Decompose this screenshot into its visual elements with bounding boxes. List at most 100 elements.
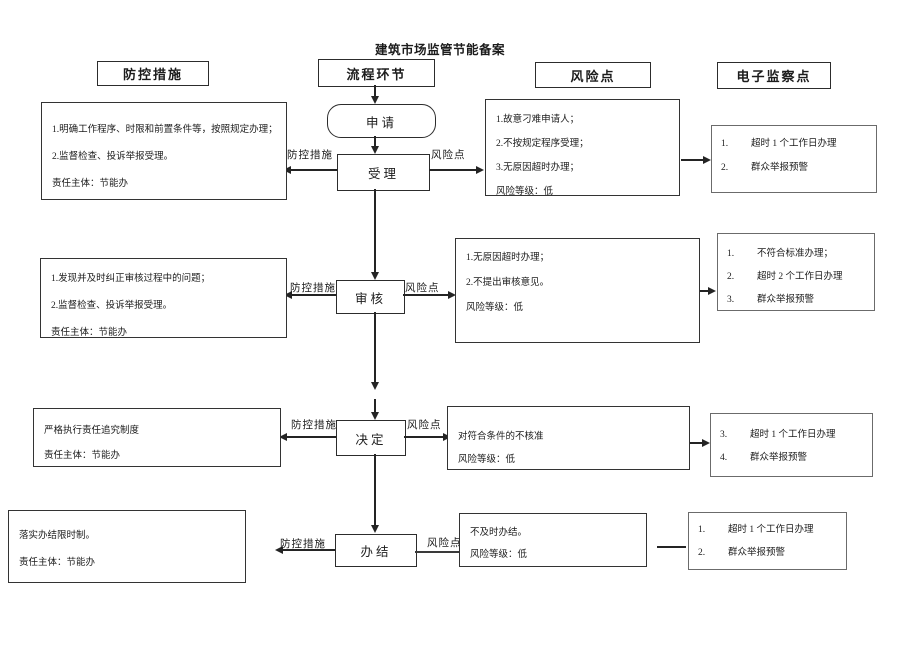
arrowhead-right-icon xyxy=(703,155,711,164)
monitor-item: 4. 群众举报预警 xyxy=(711,447,872,470)
monitor-box-review: 1. 不符合标准办理； 2. 超时 2 个工作日办理 3. 群众举报预警 xyxy=(717,233,875,311)
connector-decide-risk xyxy=(404,436,443,438)
connector-finish-prevention xyxy=(283,549,335,551)
arrowhead-left-icon xyxy=(284,290,292,299)
flow-node-decide: 决定 xyxy=(336,420,406,456)
arrow-decide-to-finish xyxy=(374,454,376,525)
monitor-item-number: 2. xyxy=(698,548,706,558)
monitor-item-text: 群众举报预警 xyxy=(751,163,809,173)
monitor-item-text: 超时 1 个工作日办理 xyxy=(751,139,837,149)
arrowhead-down-icon xyxy=(370,382,379,390)
risk-line: 风险等级：低 xyxy=(496,187,554,196)
arrow-review-down-segment xyxy=(374,312,376,382)
monitor-item-number: 2. xyxy=(721,163,729,173)
risk-line: 风险等级：低 xyxy=(470,550,528,560)
monitor-item: 1. 不符合标准办理； xyxy=(718,243,874,266)
connector-risk-monitor-2 xyxy=(698,290,708,292)
connector-risk-monitor-4 xyxy=(657,546,686,548)
prevention-line: 2.监督检查、投诉举报受理。 xyxy=(52,152,174,162)
arrowhead-down-icon xyxy=(370,146,379,154)
column-header-monitor: 电子监察点 xyxy=(717,62,831,89)
monitor-item-text: 群众举报预警 xyxy=(757,295,815,305)
flow-node-accept: 受理 xyxy=(337,154,430,191)
monitor-box-decide: 3. 超时 1 个工作日办理 4. 群众举报预警 xyxy=(710,413,873,477)
risk-box-accept: 1.故意刁难申请人； 2.不按规定程序受理； 3.无原因超时办理； 风险等级：低 xyxy=(485,99,680,196)
risk-line: 1.无原因超时办理； xyxy=(466,253,550,263)
column-header-risk: 风险点 xyxy=(535,62,651,88)
connector-accept-prevention xyxy=(291,169,337,171)
risk-box-decide: 对符合条件的不核准 风险等级：低 xyxy=(447,406,690,470)
risk-line: 3.无原因超时办理； xyxy=(496,163,580,173)
prevention-box-review: 1.发现并及时纠正审核过程中的问题； 2.监督检查、投诉举报受理。 责任主体：节… xyxy=(40,258,287,338)
flow-node-finish: 办结 xyxy=(335,534,417,567)
monitor-item-text: 群众举报预警 xyxy=(728,548,786,558)
prevention-box-decide: 严格执行责任追究制度 责任主体：节能办 xyxy=(33,408,281,467)
prevention-box-accept: 1.明确工作程序、时限和前置条件等，按照规定办理； 2.监督检查、投诉举报受理。… xyxy=(41,102,287,200)
arrowhead-left-icon xyxy=(283,165,291,174)
connector-label-risk: 风险点 xyxy=(431,150,466,161)
monitor-item-number: 2. xyxy=(727,272,735,282)
arrowhead-down-icon xyxy=(370,412,379,420)
monitor-item-text: 不符合标准办理； xyxy=(757,249,834,259)
arrow-apply-to-accept xyxy=(374,136,376,146)
connector-finish-risk xyxy=(415,551,459,553)
arrowhead-down-icon xyxy=(370,525,379,533)
arrowhead-down-icon xyxy=(370,96,379,104)
prevention-line: 1.明确工作程序、时限和前置条件等，按照规定办理； xyxy=(52,125,278,135)
monitor-item-number: 1. xyxy=(698,525,706,535)
connector-label-risk: 风险点 xyxy=(405,283,440,294)
monitor-item-number: 4. xyxy=(720,453,728,463)
flow-node-review: 审核 xyxy=(336,280,405,314)
prevention-box-finish: 落实办结限时制。 责任主体：节能办 xyxy=(8,510,246,583)
connector-label-risk: 风险点 xyxy=(427,538,462,549)
monitor-item-number: 3. xyxy=(720,430,728,440)
prevention-line: 责任主体：节能办 xyxy=(19,558,96,568)
prevention-line: 严格执行责任追究制度 xyxy=(44,426,140,436)
risk-box-finish: 不及时办结。 风险等级：低 xyxy=(459,513,647,567)
risk-line: 风险等级：低 xyxy=(466,303,524,313)
prevention-line: 责任主体：节能办 xyxy=(44,451,121,461)
monitor-box-finish: 1. 超时 1 个工作日办理 2. 群众举报预警 xyxy=(688,512,847,570)
prevention-line: 责任主体：节能办 xyxy=(51,328,128,338)
flow-node-apply: 申请 xyxy=(327,104,436,138)
connector-label-prevention: 防控措施 xyxy=(291,420,337,431)
monitor-item-text: 超时 1 个工作日办理 xyxy=(728,525,814,535)
connector-risk-monitor-1 xyxy=(681,159,703,161)
column-header-process: 流程环节 xyxy=(318,59,435,87)
monitor-item: 3. 超时 1 个工作日办理 xyxy=(711,424,872,447)
monitor-item-text: 群众举报预警 xyxy=(750,453,808,463)
monitor-item: 1. 超时 1 个工作日办理 xyxy=(689,519,846,542)
monitor-item: 3. 群众举报预警 xyxy=(718,289,874,310)
monitor-item-number: 1. xyxy=(721,139,729,149)
monitor-item: 1. 超时 1 个工作日办理 xyxy=(712,132,876,156)
arrow-accept-to-review xyxy=(374,189,376,272)
monitor-item: 2. 群众举报预警 xyxy=(689,542,846,565)
connector-review-risk xyxy=(403,294,448,296)
monitor-item-number: 3. xyxy=(727,295,735,305)
arrowhead-right-icon xyxy=(448,290,456,299)
arrowhead-right-icon xyxy=(708,286,716,295)
arrow-header-to-apply xyxy=(374,85,376,96)
connector-label-prevention: 防控措施 xyxy=(280,539,326,550)
monitor-item: 2. 超时 2 个工作日办理 xyxy=(718,266,874,289)
connector-label-prevention: 防控措施 xyxy=(290,283,336,294)
arrowhead-right-icon xyxy=(702,438,710,447)
prevention-line: 1.发现并及时纠正审核过程中的问题； xyxy=(51,274,211,284)
monitor-item-number: 1. xyxy=(727,249,735,259)
risk-line: 风险等级：低 xyxy=(458,455,516,465)
connector-accept-risk xyxy=(429,169,476,171)
risk-line: 1.故意刁难申请人； xyxy=(496,115,580,125)
monitor-box-accept: 1. 超时 1 个工作日办理 2. 群众举报预警 xyxy=(711,125,877,193)
connector-review-prevention xyxy=(292,294,336,296)
monitor-item-text: 超时 1 个工作日办理 xyxy=(750,430,836,440)
risk-line: 不及时办结。 xyxy=(470,528,528,538)
arrowhead-left-icon xyxy=(279,432,287,441)
connector-label-prevention: 防控措施 xyxy=(287,150,333,161)
connector-decide-prevention xyxy=(287,436,336,438)
monitor-item-text: 超时 2 个工作日办理 xyxy=(757,272,843,282)
connector-label-risk: 风险点 xyxy=(407,420,442,431)
prevention-line: 2.监督检查、投诉举报受理。 xyxy=(51,301,173,311)
arrowhead-left-icon xyxy=(275,545,283,554)
risk-line: 2.不提出审核意见。 xyxy=(466,278,550,288)
